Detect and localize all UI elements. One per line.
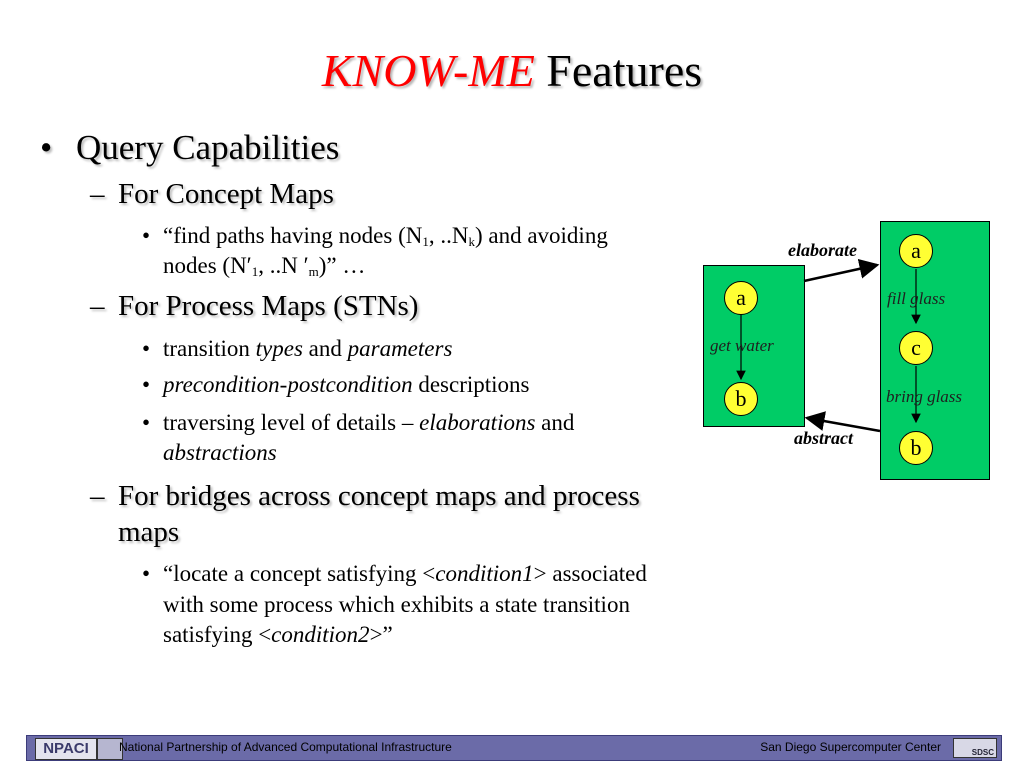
concept-maps-heading: For Concept Maps <box>118 178 334 210</box>
bridges-item-line2: with some process which exhibits a state… <box>163 592 630 617</box>
process-item3-line2: abstractions <box>163 440 277 465</box>
footer-left-text: National Partnership of Advanced Computa… <box>119 740 452 754</box>
bullet-query-marker: • <box>40 128 53 167</box>
node-b-left: b <box>724 382 758 416</box>
footer-bar: NPACI National Partnership of Advanced C… <box>26 735 1002 761</box>
dash-concept-maps: – <box>90 178 105 210</box>
process-maps-heading: For Process Maps (STNs) <box>118 290 419 322</box>
label-abstract: abstract <box>794 428 854 448</box>
node-b-right: b <box>899 431 933 465</box>
concept-item-line2: nodes (N′1, ..N ′m)” … <box>163 253 366 279</box>
label-get-water: get water <box>710 336 774 355</box>
node-a-left: a <box>724 281 758 315</box>
label-bring-glass: bring glass <box>886 387 963 406</box>
process-item1-text: transition types and parameters <box>163 336 453 361</box>
process-item3-line1: traversing level of details – elaboratio… <box>163 410 575 435</box>
process-item1-bullet: • <box>142 336 151 361</box>
label-elaborate: elaborate <box>788 240 857 260</box>
npaci-logo: NPACI <box>35 738 97 760</box>
label-fill-glass: fill glass <box>887 289 946 308</box>
slide-title: KNOW-ME Features <box>0 44 1024 97</box>
process-box-right <box>880 221 990 480</box>
sdsc-logo: SDSC <box>953 738 997 758</box>
process-item2-text: precondition-postcondition descriptions <box>163 372 530 397</box>
npaci-logo-mark <box>97 738 123 760</box>
footer-right-text: San Diego Supercomputer Center <box>760 740 941 754</box>
title-highlight: KNOW-ME <box>321 45 535 96</box>
dash-bridges: – <box>90 480 105 512</box>
node-a-right: a <box>899 234 933 268</box>
bridges-item-line3: satisfying <condition2>” <box>163 622 393 647</box>
concept-item-line1: “find paths having nodes (N1, ..Nk) and … <box>163 223 608 249</box>
process-item3-bullet: • <box>142 410 151 435</box>
concept-item-bullet: • <box>142 223 151 248</box>
bridges-heading-line2: maps <box>118 516 180 548</box>
bullet-query-text: Query Capabilities <box>76 128 340 167</box>
title-rest: Features <box>534 45 703 96</box>
dash-process-maps: – <box>90 290 105 322</box>
bridges-heading-line1: For bridges across concept maps and proc… <box>118 480 640 512</box>
bridges-item-bullet: • <box>142 561 151 586</box>
node-c-right: c <box>899 331 933 365</box>
elaborate-arrow <box>803 258 880 283</box>
process-item2-bullet: • <box>142 372 151 397</box>
bridges-item-line1: “locate a concept satisfying <condition1… <box>163 561 647 586</box>
abstract-arrow <box>804 411 881 433</box>
